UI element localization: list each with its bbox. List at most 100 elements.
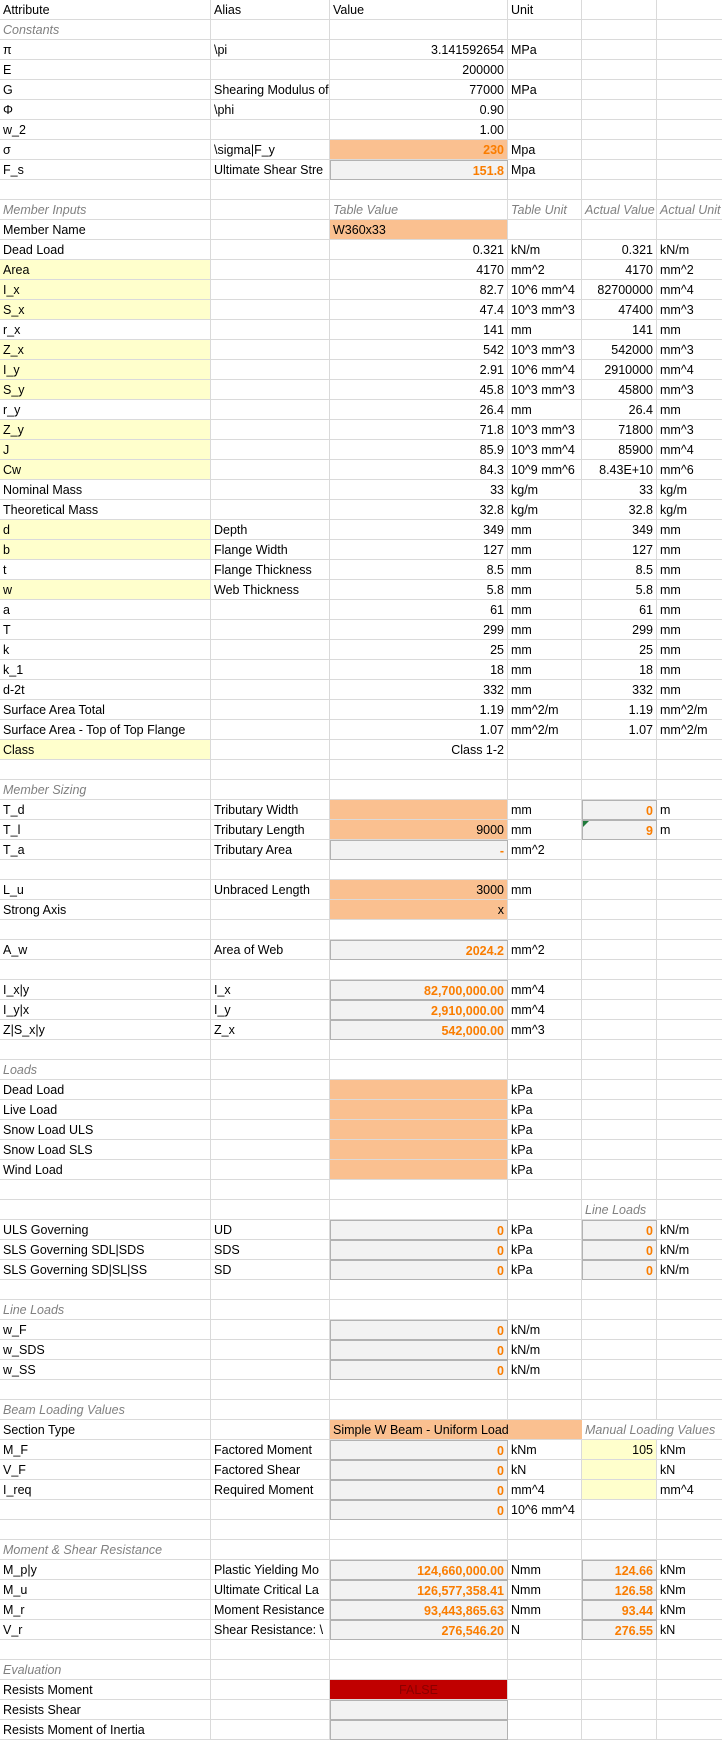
- table-value[interactable]: 299: [330, 620, 508, 640]
- sizing-name[interactable]: T_d: [0, 800, 211, 820]
- empty-cell[interactable]: [657, 1080, 722, 1100]
- property-name[interactable]: Dead Load: [0, 240, 211, 260]
- empty-cell[interactable]: [657, 1360, 722, 1380]
- empty-cell[interactable]: [211, 1380, 330, 1400]
- empty-cell[interactable]: [657, 1000, 722, 1020]
- property-name[interactable]: a: [0, 600, 211, 620]
- property-alias[interactable]: Depth: [211, 520, 330, 540]
- empty-cell[interactable]: [657, 120, 722, 140]
- empty-cell[interactable]: [582, 1100, 657, 1120]
- table-unit[interactable]: mm^2: [508, 260, 582, 280]
- evaluation-name[interactable]: Resists Moment of Inertia: [0, 1720, 211, 1740]
- resists-shear-status[interactable]: [330, 1700, 508, 1720]
- empty-cell[interactable]: [508, 1300, 582, 1320]
- property-alias[interactable]: [211, 680, 330, 700]
- header-attribute[interactable]: Attribute: [0, 0, 211, 20]
- load-name[interactable]: Snow Load ULS: [0, 1120, 211, 1140]
- constant-alias[interactable]: \pi: [211, 40, 330, 60]
- section-title-evaluation[interactable]: Evaluation: [0, 1660, 211, 1680]
- table-value[interactable]: 332: [330, 680, 508, 700]
- constant-alias[interactable]: Shearing Modulus of: [211, 80, 330, 100]
- beam-load-alias[interactable]: Factored Shear: [211, 1460, 330, 1480]
- resistance-converted[interactable]: 126.58: [582, 1580, 657, 1600]
- empty-cell[interactable]: [211, 180, 330, 200]
- actual-unit-header[interactable]: Actual Unit: [657, 200, 722, 220]
- empty-cell[interactable]: [657, 1380, 722, 1400]
- empty-cell[interactable]: [657, 1540, 722, 1560]
- empty-cell[interactable]: [330, 1540, 508, 1560]
- empty-cell[interactable]: [657, 1320, 722, 1340]
- property-name[interactable]: r_x: [0, 320, 211, 340]
- tributary-width-input[interactable]: [330, 800, 508, 820]
- empty-cell[interactable]: [582, 140, 657, 160]
- dead-load-input[interactable]: [330, 1080, 508, 1100]
- constant-name[interactable]: w_2: [0, 120, 211, 140]
- property-name[interactable]: S_x: [0, 300, 211, 320]
- constant-value[interactable]: 1.00: [330, 120, 508, 140]
- table-value[interactable]: 82.7: [330, 280, 508, 300]
- property-name[interactable]: w: [0, 580, 211, 600]
- table-unit-header[interactable]: Table Unit: [508, 200, 582, 220]
- load-unit[interactable]: kPa: [508, 1100, 582, 1120]
- empty-cell[interactable]: [582, 1300, 657, 1320]
- table-value[interactable]: 26.4: [330, 400, 508, 420]
- empty-cell[interactable]: [582, 900, 657, 920]
- actual-value[interactable]: 61: [582, 600, 657, 620]
- resistance-converted-unit[interactable]: kNm: [657, 1600, 722, 1620]
- property-alias[interactable]: [211, 320, 330, 340]
- manual-loading-header[interactable]: Manual Loading Values: [582, 1420, 722, 1440]
- actual-value[interactable]: 299: [582, 620, 657, 640]
- empty-cell[interactable]: [211, 1300, 330, 1320]
- empty-cell[interactable]: [0, 1280, 211, 1300]
- empty-cell[interactable]: [508, 1200, 582, 1220]
- resistance-alias[interactable]: Moment Resistance: [211, 1600, 330, 1620]
- empty-cell[interactable]: [582, 1180, 657, 1200]
- tributary-length-m[interactable]: 9: [582, 820, 657, 840]
- empty-cell[interactable]: [657, 1400, 722, 1420]
- empty-cell[interactable]: [211, 900, 330, 920]
- sizing-unit[interactable]: mm^2: [508, 840, 582, 860]
- sizing-alias[interactable]: Z_x: [211, 1020, 330, 1040]
- line-load-unit[interactable]: kN/m: [508, 1360, 582, 1380]
- property-name[interactable]: S_y: [0, 380, 211, 400]
- constant-name[interactable]: π: [0, 40, 211, 60]
- area-of-web-calc[interactable]: 2024.2: [330, 940, 508, 960]
- sizing-name[interactable]: I_x|y: [0, 980, 211, 1000]
- table-unit[interactable]: mm: [508, 620, 582, 640]
- table-value[interactable]: 5.8: [330, 580, 508, 600]
- actual-unit[interactable]: mm^2/m: [657, 700, 722, 720]
- empty-cell[interactable]: [657, 20, 722, 40]
- resistance-converted-unit[interactable]: kN: [657, 1620, 722, 1640]
- empty-cell[interactable]: [508, 740, 582, 760]
- resistance-converted[interactable]: 276.55: [582, 1620, 657, 1640]
- actual-unit[interactable]: mm^3: [657, 380, 722, 400]
- governing-line-load-unit[interactable]: kN/m: [657, 1240, 722, 1260]
- empty-cell[interactable]: [211, 1140, 330, 1160]
- empty-cell[interactable]: [582, 80, 657, 100]
- resistance-alias[interactable]: Plastic Yielding Mo: [211, 1560, 330, 1580]
- empty-cell[interactable]: [582, 860, 657, 880]
- empty-cell[interactable]: [211, 200, 330, 220]
- property-alias[interactable]: Web Thickness: [211, 580, 330, 600]
- ix-calc[interactable]: 82,700,000.00: [330, 980, 508, 1000]
- empty-cell[interactable]: [330, 1520, 508, 1540]
- strong-axis-input[interactable]: x: [330, 900, 508, 920]
- empty-cell[interactable]: [211, 1280, 330, 1300]
- empty-cell[interactable]: [0, 960, 211, 980]
- empty-cell[interactable]: [582, 1720, 657, 1740]
- empty-cell[interactable]: [330, 860, 508, 880]
- section-title-beam-loading[interactable]: Beam Loading Values: [0, 1400, 211, 1420]
- actual-unit[interactable]: mm: [657, 400, 722, 420]
- property-alias[interactable]: Flange Thickness: [211, 560, 330, 580]
- resistance-value[interactable]: 126,577,358.41: [330, 1580, 508, 1600]
- empty-cell[interactable]: [330, 920, 508, 940]
- empty-cell[interactable]: [582, 40, 657, 60]
- actual-unit[interactable]: mm^4: [657, 360, 722, 380]
- empty-cell[interactable]: [657, 1060, 722, 1080]
- empty-cell[interactable]: [657, 1340, 722, 1360]
- empty-cell[interactable]: [211, 1160, 330, 1180]
- empty-cell[interactable]: [582, 1280, 657, 1300]
- governing-name[interactable]: SLS Governing SD|SL|SS: [0, 1260, 211, 1280]
- resistance-unit[interactable]: Nmm: [508, 1580, 582, 1600]
- sizing-alias[interactable]: Tributary Area: [211, 840, 330, 860]
